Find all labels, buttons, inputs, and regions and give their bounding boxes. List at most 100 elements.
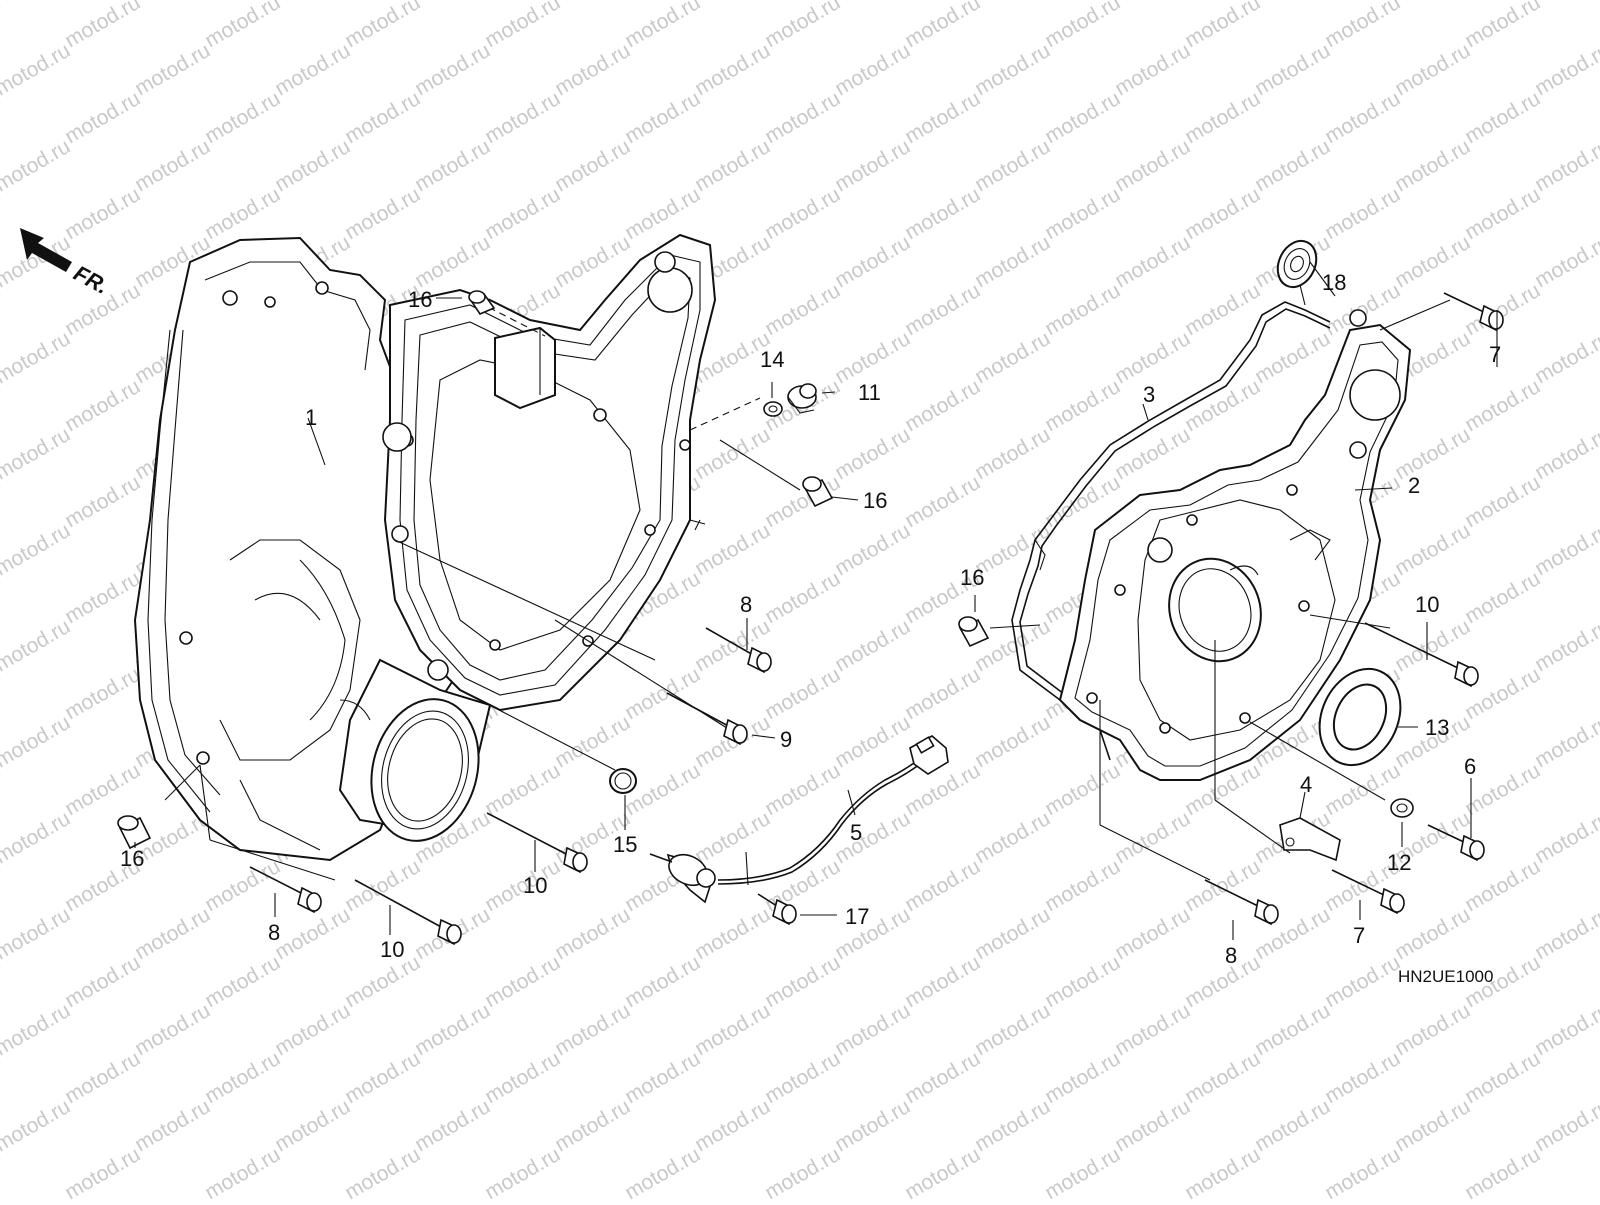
watermark-text: motod.ru	[1041, 279, 1124, 340]
watermark-text: motod.ru	[761, 759, 844, 820]
watermark-text: motod.ru	[761, 567, 844, 628]
watermark-text: motod.ru	[131, 0, 214, 4]
watermark-text: motod.ru	[831, 0, 914, 4]
watermark-text: motod.ru	[1041, 1143, 1124, 1200]
right-gasket-3	[1011, 301, 1331, 761]
watermark-text: motod.ru	[761, 183, 844, 244]
watermark-text: motod.ru	[61, 183, 144, 244]
watermark-text: motod.ru	[971, 231, 1054, 292]
watermark-text: motod.ru	[551, 0, 634, 4]
watermark-text: motod.ru	[0, 39, 74, 100]
watermark-text: motod.ru	[1181, 1143, 1264, 1200]
watermark-text: motod.ru	[1041, 855, 1124, 916]
callout-17: 17	[845, 904, 869, 929]
watermark-text: motod.ru	[1531, 135, 1600, 196]
watermark-text: motod.ru	[0, 615, 74, 676]
watermark-text: motod.ru	[621, 87, 704, 148]
watermark-text: motod.ru	[1531, 711, 1600, 772]
left-crankcase-cover	[133, 233, 717, 862]
watermark-text: motod.ru	[481, 87, 564, 148]
watermark-text: motod.ru	[1181, 279, 1264, 340]
watermark-text: motod.ru	[201, 951, 284, 1012]
watermark-text: motod.ru	[831, 135, 914, 196]
callout-6: 6	[1464, 754, 1476, 779]
watermark-text: motod.ru	[901, 375, 984, 436]
watermark-text: motod.ru	[901, 663, 984, 724]
watermark-text: motod.ru	[481, 951, 564, 1012]
watermark-text: motod.ru	[831, 231, 914, 292]
watermark-text: motod.ru	[1531, 903, 1600, 964]
watermark-text: motod.ru	[901, 855, 984, 916]
watermark-text: motod.ru	[691, 807, 774, 868]
watermark-text: motod.ru	[971, 711, 1054, 772]
watermark-text: motod.ru	[1531, 327, 1600, 388]
watermark-text: motod.ru	[1531, 0, 1600, 4]
watermark-text: motod.ru	[481, 0, 564, 52]
watermark-text: motod.ru	[1111, 39, 1194, 100]
bolt-7-right-lower	[1331, 869, 1405, 915]
watermark-text: motod.ru	[1531, 1095, 1600, 1156]
watermark-text: motod.ru	[901, 951, 984, 1012]
watermark-text: motod.ru	[341, 0, 424, 52]
watermark-text: motod.ru	[131, 1095, 214, 1156]
watermark-text: motod.ru	[831, 615, 914, 676]
watermark-text: motod.ru	[971, 1095, 1054, 1156]
watermark-text: motod.ru	[1041, 1047, 1124, 1108]
callout-7-upper: 7	[1489, 342, 1501, 367]
watermark-text: motod.ru	[831, 519, 914, 580]
watermark-text: motod.ru	[761, 663, 844, 724]
watermark-text: motod.ru	[1391, 903, 1474, 964]
callout-11: 11	[858, 380, 881, 405]
watermark-text: motod.ru	[901, 471, 984, 532]
watermark-text: motod.ru	[1531, 615, 1600, 676]
callout-9: 9	[780, 727, 792, 752]
watermark-text: motod.ru	[0, 807, 74, 868]
watermark-text: motod.ru	[831, 903, 914, 964]
watermark-text: motod.ru	[551, 39, 634, 100]
watermark-text: motod.ru	[481, 183, 564, 244]
watermark-text: motod.ru	[1181, 183, 1264, 244]
watermark-text: motod.ru	[1531, 423, 1600, 484]
watermark-text: motod.ru	[691, 39, 774, 100]
watermark-text: motod.ru	[551, 711, 634, 772]
watermark-text: motod.ru	[1251, 1095, 1334, 1156]
watermark-text: motod.ru	[551, 1095, 634, 1156]
watermark-text: motod.ru	[901, 1143, 984, 1200]
callout-4: 4	[1300, 772, 1312, 797]
bolt-17	[745, 851, 797, 926]
plug-11	[787, 383, 817, 414]
watermark-text: motod.ru	[1461, 471, 1544, 532]
watermark-text: motod.ru	[901, 279, 984, 340]
watermark-text: motod.ru	[481, 1047, 564, 1108]
callout-8-upper: 8	[740, 592, 752, 617]
watermark-text: motod.ru	[901, 87, 984, 148]
dowel-pin-16d	[958, 616, 990, 648]
watermark-text: motod.ru	[1461, 0, 1544, 52]
watermark-text: motod.ru	[761, 471, 844, 532]
watermark-text: motod.ru	[621, 0, 704, 52]
callout-12: 12	[1387, 850, 1411, 875]
watermark-text: motod.ru	[621, 951, 704, 1012]
watermark-text: motod.ru	[1391, 519, 1474, 580]
watermark-text: motod.ru	[411, 1095, 494, 1156]
watermark-text: motod.ru	[0, 903, 74, 964]
dowel-pin-16a	[468, 290, 496, 315]
watermark-text: motod.ru	[201, 87, 284, 148]
watermark-text: motod.ru	[971, 327, 1054, 388]
watermark-text: motod.ru	[271, 39, 354, 100]
watermark-text: motod.ru	[1111, 903, 1194, 964]
bolt-8-right	[1204, 879, 1279, 926]
watermark-text: motod.ru	[1181, 951, 1264, 1012]
watermark-text: motod.ru	[61, 375, 144, 436]
watermark-text: motod.ru	[1391, 1095, 1474, 1156]
watermark-text: motod.ru	[1321, 87, 1404, 148]
watermark-text: motod.ru	[341, 1143, 424, 1200]
watermark-text: motod.ru	[691, 1095, 774, 1156]
callout-3: 3	[1143, 382, 1155, 407]
watermark-text: motod.ru	[201, 183, 284, 244]
watermark-text: motod.ru	[1391, 423, 1474, 484]
watermark-text: motod.ru	[0, 0, 74, 4]
callout-8-lower: 8	[268, 920, 280, 945]
watermark-text: motod.ru	[901, 0, 984, 52]
